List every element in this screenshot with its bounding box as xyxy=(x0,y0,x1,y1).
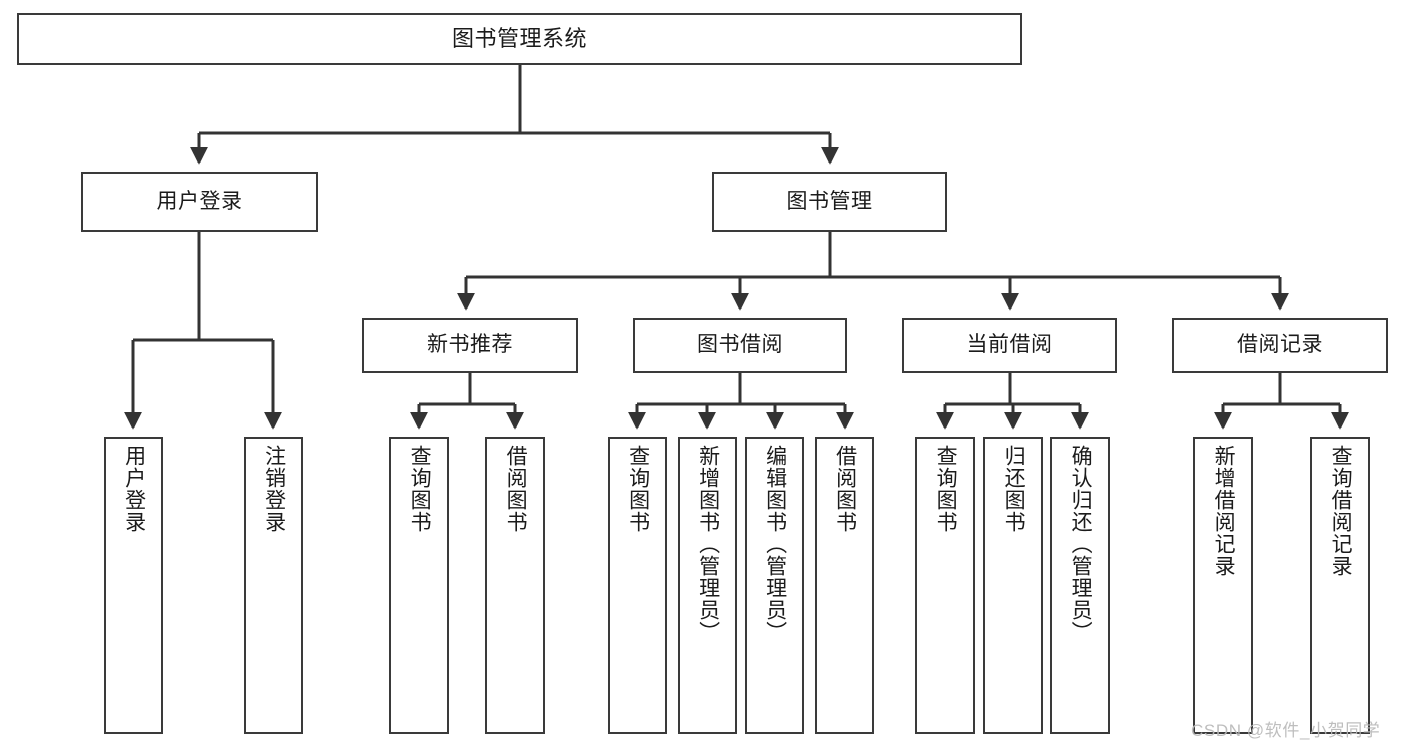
node-leaf-borrow-book-2-label: 借阅图书 xyxy=(833,445,857,533)
node-leaf-query-book-2-label: 查询图书 xyxy=(626,445,650,533)
node-leaf-user-login[interactable]: 用户登录 xyxy=(104,437,163,734)
node-current-borrow-label: 当前借阅 xyxy=(966,333,1053,357)
node-leaf-logout-label: 注销登录 xyxy=(262,445,286,533)
node-leaf-query-book-3[interactable]: 查询图书 xyxy=(915,437,975,734)
node-current-borrow[interactable]: 当前借阅 xyxy=(902,318,1117,373)
node-root-label: 图书管理系统 xyxy=(451,26,587,52)
node-leaf-query-record[interactable]: 查询借阅记录 xyxy=(1310,437,1370,734)
node-leaf-add-record-label: 新增借阅记录 xyxy=(1212,445,1236,577)
node-leaf-user-login-label: 用户登录 xyxy=(122,445,146,533)
csdn-watermark: CSDN @软件_小贺同学 xyxy=(1191,721,1381,740)
node-leaf-add-book[interactable]: 新增图书（管理员） xyxy=(678,437,737,734)
node-leaf-add-record[interactable]: 新增借阅记录 xyxy=(1193,437,1253,734)
node-leaf-add-book-label: 新增图书（管理员） xyxy=(696,445,720,643)
node-book-manage[interactable]: 图书管理 xyxy=(712,172,947,232)
node-borrow-record[interactable]: 借阅记录 xyxy=(1172,318,1388,373)
node-leaf-query-book-1-label: 查询图书 xyxy=(408,445,432,533)
node-book-manage-label: 图书管理 xyxy=(786,189,873,213)
node-leaf-confirm-return-label: 确认归还（管理员） xyxy=(1069,445,1093,643)
node-leaf-edit-book[interactable]: 编辑图书（管理员） xyxy=(745,437,804,734)
node-new-book-recommend[interactable]: 新书推荐 xyxy=(362,318,578,373)
node-leaf-return-book-label: 归还图书 xyxy=(1002,445,1026,533)
node-new-book-recommend-label: 新书推荐 xyxy=(427,333,513,357)
node-book-borrow[interactable]: 图书借阅 xyxy=(633,318,847,373)
node-leaf-edit-book-label: 编辑图书（管理员） xyxy=(763,445,787,643)
node-leaf-query-book-1[interactable]: 查询图书 xyxy=(389,437,449,734)
node-borrow-record-label: 借阅记录 xyxy=(1237,333,1323,357)
node-leaf-query-record-label: 查询借阅记录 xyxy=(1329,445,1353,577)
node-leaf-confirm-return[interactable]: 确认归还（管理员） xyxy=(1050,437,1110,734)
node-user-login[interactable]: 用户登录 xyxy=(81,172,318,232)
node-leaf-borrow-book-2[interactable]: 借阅图书 xyxy=(815,437,874,734)
node-root[interactable]: 图书管理系统 xyxy=(17,13,1022,65)
node-leaf-query-book-2[interactable]: 查询图书 xyxy=(608,437,667,734)
node-leaf-borrow-book-1-label: 借阅图书 xyxy=(504,445,528,533)
node-leaf-borrow-book-1[interactable]: 借阅图书 xyxy=(485,437,545,734)
node-book-borrow-label: 图书借阅 xyxy=(697,333,783,357)
node-leaf-query-book-3-label: 查询图书 xyxy=(934,445,958,533)
node-leaf-logout[interactable]: 注销登录 xyxy=(244,437,303,734)
node-user-login-label: 用户登录 xyxy=(156,189,243,213)
node-leaf-return-book[interactable]: 归还图书 xyxy=(983,437,1043,734)
